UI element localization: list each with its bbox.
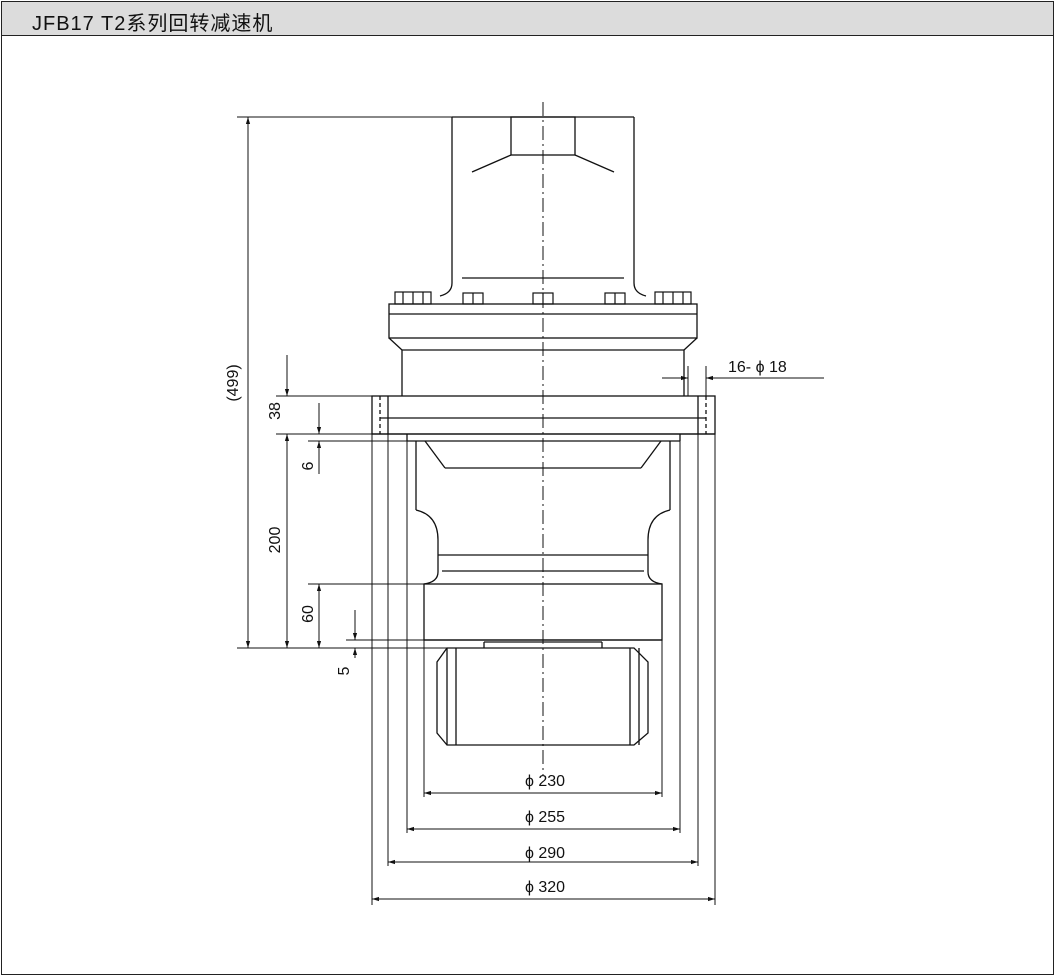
dim-phi320: ϕ 320: [525, 879, 565, 896]
dim-38: 38: [267, 402, 284, 420]
page-title: JFB17 T2系列回转减速机: [32, 13, 274, 35]
dim-phi290: ϕ 290: [525, 845, 565, 862]
dim-5: 5: [336, 666, 353, 675]
dim-phi255: ϕ 255: [525, 809, 565, 826]
gearbox-housing: [415, 440, 671, 648]
height-dimension-lines: [245, 117, 358, 658]
dim-60: 60: [300, 605, 317, 623]
motor-body: [439, 116, 647, 297]
height-extension-lines: [237, 116, 452, 649]
flange-bolts: [394, 291, 692, 305]
diameter-extension-lines: [371, 434, 716, 905]
dim-200: 200: [267, 527, 284, 554]
bolt-hole-leader: [662, 366, 824, 396]
mounting-flange: [371, 395, 716, 442]
dim-6: 6: [300, 461, 317, 470]
output-pinion: [436, 647, 649, 746]
title-bar: JFB17 T2系列回转减速机: [2, 2, 1053, 36]
dim-phi230: ϕ 230: [525, 773, 565, 790]
diameter-dimension-lines: [372, 790, 715, 902]
dim-overall-height: (499): [225, 364, 242, 401]
motor-flange: [388, 303, 698, 396]
dim-bolt-holes: 16- ϕ 18: [728, 359, 787, 376]
